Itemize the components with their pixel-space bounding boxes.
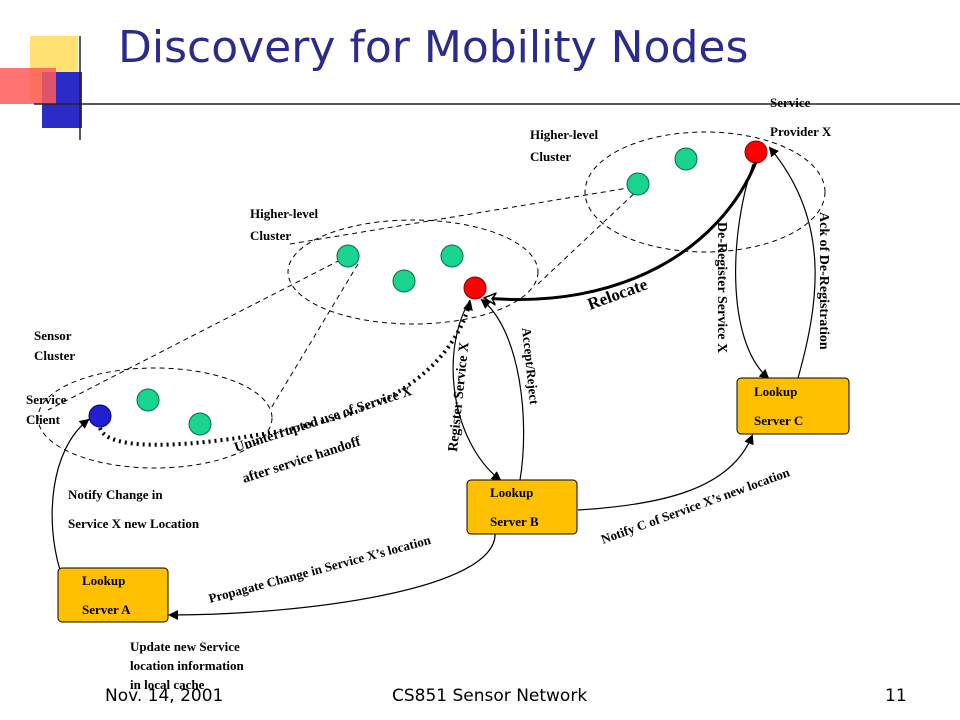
lookup-server-b: Lookup Server B — [466, 479, 578, 535]
node-green — [440, 244, 464, 268]
page-title: Discovery for Mobility Nodes — [118, 22, 749, 73]
sensor-cluster-label-2: Cluster — [34, 348, 75, 363]
cluster-mid-label-1: Higher-level — [250, 206, 318, 221]
accept-reject-arrow — [480, 298, 525, 481]
node-green — [136, 388, 160, 412]
cluster-mid-label-2: Cluster — [250, 228, 291, 243]
lookup-server-a: Lookup Server A — [57, 567, 169, 623]
service-provider-label-2: Provider X — [770, 124, 832, 139]
node-green — [336, 244, 360, 268]
update-label-2: location information — [130, 658, 245, 673]
deregister-label: De-Register Service X — [714, 222, 729, 353]
service-client-label-2: Client — [26, 412, 61, 427]
cluster-ellipse-sensor — [37, 367, 273, 469]
sensor-cluster-label-1: Sensor — [34, 328, 72, 343]
notify-change-arrow — [51, 418, 90, 571]
lookup-server-c: Lookup Server C — [736, 377, 850, 435]
server-a-line1: Lookup — [82, 573, 125, 588]
hierarchy-links — [47, 187, 641, 411]
node-green — [188, 412, 212, 436]
update-label-3: in local cache — [130, 677, 205, 692]
server-c-line2: Server C — [754, 413, 803, 428]
uninterrupted-dotted-arrow — [98, 300, 473, 447]
server-c-line1: Lookup — [754, 384, 797, 399]
relocate-arrow — [485, 161, 758, 300]
node-client-blue — [88, 404, 112, 428]
server-a-line2: Server A — [82, 602, 131, 617]
service-client-label-1: Service — [26, 392, 67, 407]
update-label-1: Update new Service — [130, 639, 240, 654]
cluster-top-label-2: Cluster — [530, 149, 571, 164]
cluster-ellipse-top — [584, 131, 826, 253]
node-provider-red — [744, 140, 768, 164]
service-provider-label-1: Service — [770, 95, 811, 110]
notify-change-label-1: Notify Change in — [68, 487, 163, 502]
cluster-ellipse-mid — [287, 219, 539, 325]
node-green — [626, 172, 650, 196]
ack-deregistration-arrow — [768, 146, 816, 379]
register-arrow — [452, 299, 502, 482]
notify-c-arrow — [577, 434, 754, 511]
cluster-top-label-1: Higher-level — [530, 127, 598, 142]
accept-reject-label: Accept/Reject — [519, 327, 542, 406]
deregister-arrow — [735, 163, 770, 380]
node-green — [392, 269, 416, 293]
node-relocated-red — [463, 276, 487, 300]
propagate-arrow — [168, 531, 496, 620]
server-b-line1: Lookup — [490, 485, 533, 500]
logo-decoration — [0, 36, 960, 140]
server-b-line2: Server B — [490, 514, 539, 529]
footer-course: CS851 Sensor Network — [392, 686, 588, 706]
relocate-label: Relocate — [585, 274, 650, 313]
propagate-label: Propagate Change in Service X’s location — [207, 532, 433, 606]
footer-page-number: 11 — [885, 686, 907, 706]
node-green — [674, 147, 698, 171]
register-label: Register Service X — [446, 341, 472, 452]
notify-change-label-2: Service X new Location — [68, 516, 200, 531]
footer-date: Nov. 14, 2001 — [105, 686, 224, 706]
ack-deregistration-label: Ack of De-Registration — [816, 212, 831, 350]
